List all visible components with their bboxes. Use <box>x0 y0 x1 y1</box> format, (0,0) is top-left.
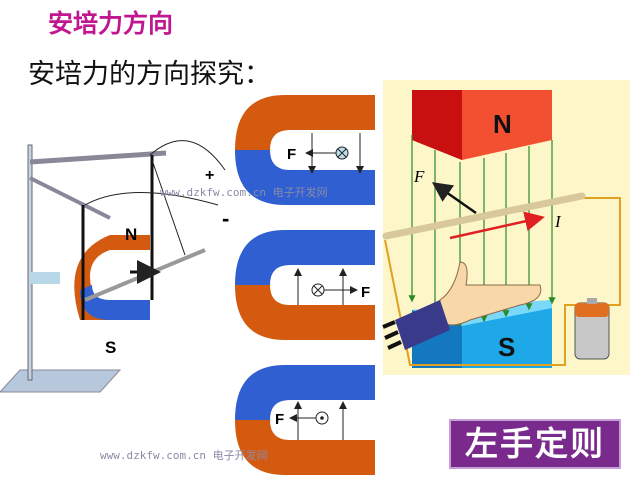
force-label: F <box>413 167 425 186</box>
base-plate <box>0 369 122 393</box>
force-label: F <box>287 146 296 163</box>
conductor-rod <box>382 192 586 240</box>
stand-arm <box>29 150 167 165</box>
magnet-diagram-3: F <box>235 365 375 475</box>
sleeve <box>395 300 450 350</box>
left-hand-icon <box>439 261 542 326</box>
experiment-apparatus: N S + - <box>0 140 229 393</box>
force-label: F <box>361 284 370 301</box>
south-label: S <box>105 338 116 357</box>
left-hand-rule-panel: N S F I <box>382 80 630 375</box>
minus-label: - <box>222 206 229 231</box>
stand-pole <box>27 144 33 381</box>
slide-subtitle: 安培力的方向探究： <box>28 59 271 90</box>
plus-label: + <box>205 167 214 184</box>
north-pole-label: N <box>493 109 512 139</box>
slide-title: 安培力方向 <box>48 9 174 38</box>
watermark: www.dzkfw.com.cn 电子开发网 <box>100 448 268 462</box>
left-hand-rule-button[interactable]: 左手定则 <box>449 419 621 469</box>
south-pole-label: S <box>498 332 515 362</box>
magnet-diagram-2: F <box>235 230 375 340</box>
watermark: www.dzkfw.com.cn 电子开发网 <box>160 185 328 199</box>
north-label: N <box>125 225 137 244</box>
current-label: I <box>554 212 562 231</box>
magnet-diagram-1: F <box>235 95 375 205</box>
force-label: F <box>275 411 284 428</box>
